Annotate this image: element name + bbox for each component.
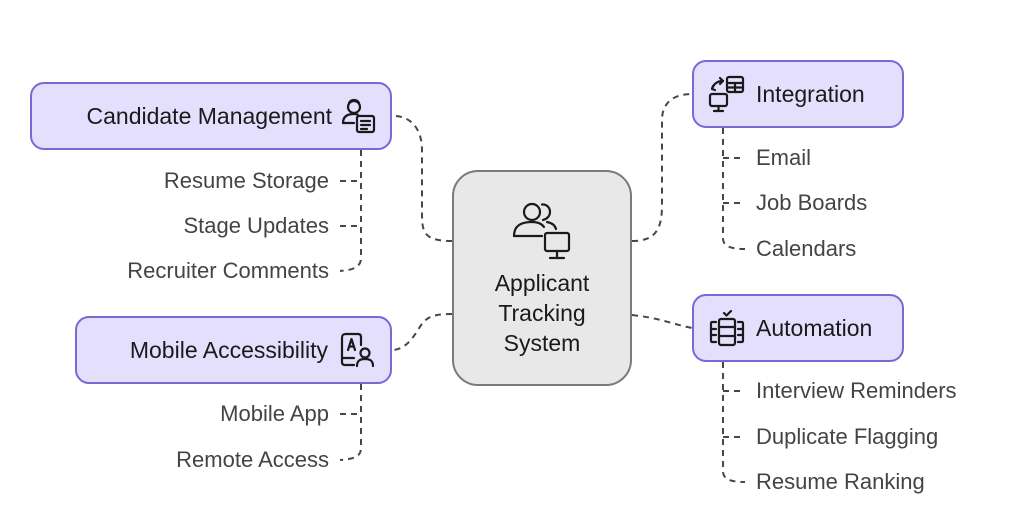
branch-label: Candidate Management: [86, 102, 333, 129]
leaf-duplicate-flagging[interactable]: Duplicate Flagging: [756, 424, 939, 449]
connector-center-mobile-accessibility: [393, 313, 453, 351]
automation-database-icon: [709, 309, 745, 347]
leaf-job-boards[interactable]: Job Boards: [756, 190, 868, 215]
leaf-recruiter-comments[interactable]: Recruiter Comments: [127, 258, 329, 283]
branch-label: Automation: [756, 314, 873, 341]
users-monitor-icon: [512, 202, 571, 260]
branch-node-candidate-management[interactable]: Candidate Management: [30, 82, 392, 150]
connector-automation-spine: [722, 362, 746, 483]
connector-candidate-management-spine: [339, 150, 362, 272]
leaf-mobile-app[interactable]: Mobile App: [220, 401, 329, 426]
leaf-resume-storage[interactable]: Resume Storage: [163, 168, 329, 193]
connector-center-candidate-management: [393, 115, 453, 242]
leaf-email[interactable]: Email: [756, 145, 812, 170]
center-node[interactable]: Applicant Tracking System: [452, 170, 632, 386]
connector-mobile-accessibility-spine: [339, 384, 362, 461]
connector-integration-spine: [722, 128, 746, 250]
branch-node-integration[interactable]: Integration: [692, 60, 904, 128]
connector-center-automation: [631, 314, 693, 329]
leaf-remote-access[interactable]: Remote Access: [176, 447, 329, 472]
leaf-resume-ranking[interactable]: Resume Ranking: [756, 469, 925, 494]
branch-label: Integration: [756, 80, 865, 107]
leaf-stage-updates[interactable]: Stage Updates: [183, 213, 329, 238]
branch-node-automation[interactable]: Automation: [692, 294, 904, 362]
center-node-title: Applicant Tracking System: [494, 270, 590, 356]
integration-sync-icon: [708, 75, 745, 113]
branch-label: Mobile Accessibility: [129, 336, 328, 363]
accessibility-user-icon: [340, 332, 375, 368]
leaf-calendars[interactable]: Calendars: [756, 236, 857, 261]
leaf-interview-reminders[interactable]: Interview Reminders: [756, 378, 957, 403]
user-document-icon: [341, 98, 376, 134]
connector-center-integration: [631, 93, 693, 242]
branch-node-mobile-accessibility[interactable]: Mobile Accessibility: [75, 316, 392, 384]
